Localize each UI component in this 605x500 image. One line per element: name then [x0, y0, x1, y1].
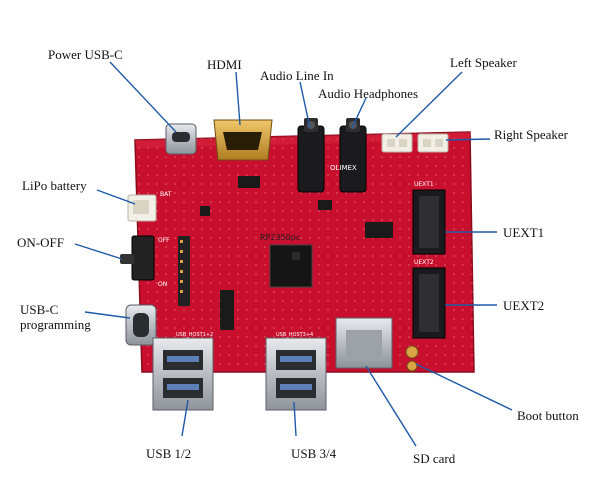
leader-right-speaker: [445, 138, 491, 141]
silk-usb12: USB_HOST1+2: [176, 332, 213, 338]
leader-audio-line-in: [299, 81, 311, 129]
label-uext1: UEXT1: [503, 225, 545, 240]
leader-audio-headphones: [351, 97, 367, 129]
leader-lines: [74, 61, 513, 447]
label-boot-button: Boot button: [517, 408, 579, 423]
gpio-header: [178, 236, 190, 306]
label-hdmi: HDMI: [207, 57, 242, 72]
leader-usb-34: [293, 401, 297, 437]
lipo-battery-connector: BAT: [127, 191, 172, 222]
silk-uext2: UEXT2: [414, 259, 434, 266]
label-audio-headphones: Audio Headphones: [318, 86, 419, 101]
on-off-switch: OFF ON: [120, 235, 170, 288]
label-sd-card: SD card: [413, 451, 456, 466]
label-right-speaker: Right Speaker: [494, 127, 569, 142]
label-usb-c-programming: USB-C programming: [20, 302, 91, 332]
label-usb-12: USB 1/2: [146, 446, 192, 461]
silk-bat: BAT: [160, 191, 172, 198]
usb-34-connector: USB_HOST3+4: [265, 332, 327, 411]
leader-sd-card: [365, 365, 417, 447]
label-audio-line-in: Audio Line In: [260, 68, 334, 83]
left-speaker-connector: [381, 133, 413, 153]
main-chip: RP2350pc: [260, 233, 313, 288]
sd-card-slot: [335, 317, 393, 369]
boot-button: [405, 345, 419, 372]
hdmi-connector: [213, 119, 273, 161]
brand-marking: OLIMEX: [330, 164, 357, 172]
leader-power-usb-c: [109, 61, 177, 133]
silk-on: ON: [158, 281, 167, 288]
usb-c-programming-connector: [125, 304, 157, 346]
silk-off: OFF: [158, 237, 170, 244]
label-left-speaker: Left Speaker: [450, 55, 517, 70]
chip-marking: RP2350pc: [260, 233, 300, 242]
label-on-off: ON-OFF: [17, 235, 64, 250]
small-ics: [200, 176, 393, 330]
usb-12-connector: USB_HOST1+2: [152, 332, 214, 411]
leader-left-speaker: [395, 71, 463, 138]
leader-usb-12: [181, 399, 189, 437]
label-uext2: UEXT2: [503, 298, 545, 313]
silk-uext1: UEXT1: [414, 181, 434, 188]
right-speaker-connector: [417, 133, 449, 153]
uext1-connector: UEXT1: [412, 181, 446, 255]
silk-usb34: USB_HOST3+4: [276, 332, 313, 338]
audio-line-in-jack: [297, 118, 325, 193]
audio-headphones-jack: [339, 118, 367, 193]
label-usb-34: USB 3/4: [291, 446, 337, 461]
leader-usb-c-programming: [84, 311, 131, 319]
label-power-usb-c: Power USB-C: [48, 47, 123, 62]
leader-lipo-battery: [96, 189, 136, 205]
leader-hdmi: [235, 71, 241, 126]
uext2-connector: UEXT2: [412, 259, 446, 339]
power-usb-c-connector: [165, 123, 197, 155]
label-lipo-battery: LiPo battery: [22, 178, 87, 193]
leader-boot-button: [415, 363, 513, 411]
leader-on-off: [74, 243, 123, 260]
